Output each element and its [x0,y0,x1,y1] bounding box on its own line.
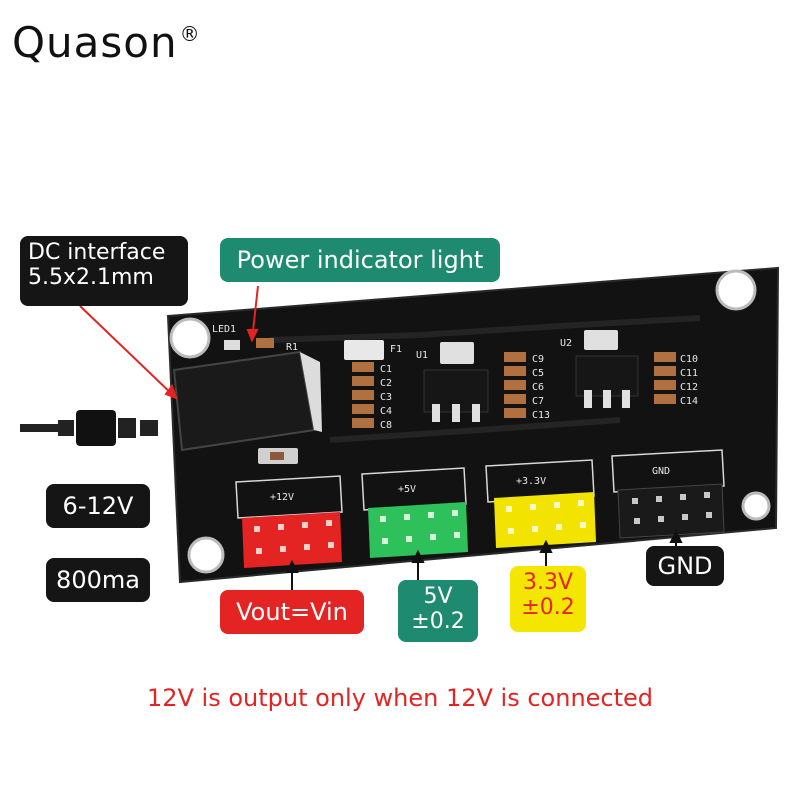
silk-cap: C7 [532,396,544,407]
silk-header-12v: +12V [270,492,294,503]
output-33v-label: 3.3V ±0.2 [510,566,586,632]
mounting-hole [715,269,757,311]
silk-cap: C6 [532,382,544,393]
silk-cap: C13 [532,410,550,421]
brand-logo: Quason® [12,18,201,67]
pin-header-33v [494,492,596,548]
pin-header-5v [368,502,468,558]
output-5v-line2: ±0.2 [411,609,465,635]
mounting-hole [187,536,225,574]
gnd-label: GND [646,546,724,586]
capacitor-column-right: C10 C11 C12 C14 [654,352,698,407]
capacitor-column-mid: C9 C5 C6 C7 C13 [504,352,550,421]
power-indicator-label: Power indicator light [220,238,500,282]
silk-cap: C8 [380,420,392,431]
mounting-hole [741,491,771,521]
output-5v-line1: 5V [423,584,453,609]
output-33v-line2: ±0.2 [521,595,575,621]
silk-cap: C4 [380,406,392,417]
power-led [224,340,240,350]
silk-cap: C11 [680,368,698,379]
dc-interface-line1: DC interface [28,240,166,265]
voltage-range-label: 6-12V [46,484,150,528]
resistor-r1 [256,338,274,348]
silk-r1: R1 [286,342,298,353]
callout-arrows [79,285,259,400]
silk-header-33v: +3.3V [516,476,546,487]
registered-mark: ® [179,22,201,46]
brand-name: Quason [12,18,178,67]
silk-cap: C10 [680,354,698,365]
silk-led1: LED1 [212,324,236,335]
silk-f1: F1 [390,344,402,355]
silk-cap: C14 [680,396,698,407]
dc-plug-icon [20,410,158,446]
silk-cap: C5 [532,368,544,379]
capacitor-column-left: C1 C2 C3 C4 C8 [352,362,392,431]
output-5v-label: 5V ±0.2 [398,580,478,642]
dc-interface-label: DC interface 5.5x2.1mm [20,236,188,306]
silk-cap: C3 [380,392,392,403]
silk-u2: U2 [560,338,572,349]
mounting-hole [169,317,211,359]
dc-interface-line2: 5.5x2.1mm [28,265,154,291]
silk-cap: C12 [680,382,698,393]
silk-u1: U1 [416,350,428,361]
regulator-u1: U1 [416,342,489,422]
regulator-u2: U2 [560,330,639,408]
pcb-traces [269,315,701,443]
pin-pointers [285,529,683,594]
fuse-f1 [344,340,384,360]
output-33v-line1: 3.3V [522,570,574,595]
vout-label: Vout=Vin [220,590,364,634]
silk-cap: C9 [532,354,544,365]
current-label: 800ma [46,558,150,602]
pin-header-gnd [617,483,725,539]
silk-header-5v: +5V [398,484,416,495]
silk-cap: C2 [380,378,392,389]
footnote: 12V is output only when 12V is connected [146,684,654,712]
pin-header-12v [242,512,342,568]
silk-header-gnd: GND [652,466,670,477]
dc-jack [172,350,322,464]
silk-cap: C1 [380,364,392,375]
